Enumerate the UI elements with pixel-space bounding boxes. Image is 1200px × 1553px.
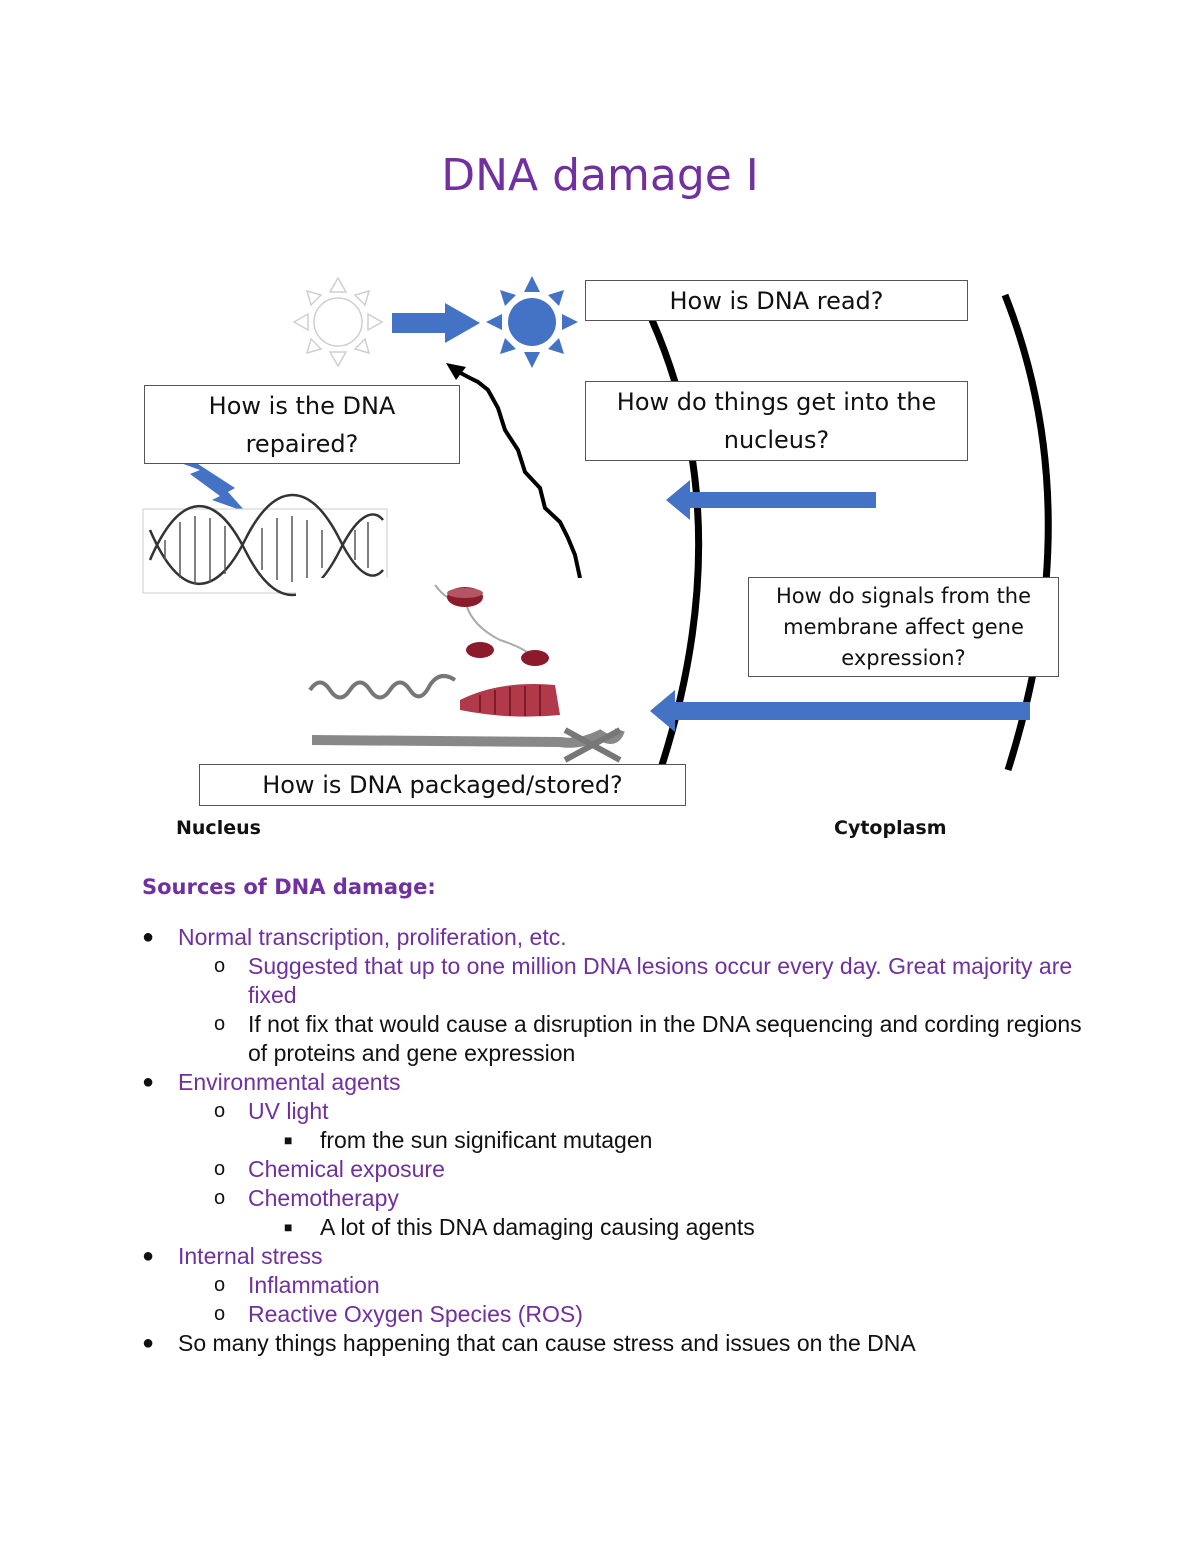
cell-membrane-line: [1001, 293, 1052, 772]
nuclear-envelope-line: [648, 318, 703, 767]
list-item-text: If not fix that would cause a disruption…: [248, 1011, 1082, 1066]
bullet-icon: o: [214, 1100, 226, 1122]
list-item: ● Environmental agents: [142, 1068, 1102, 1097]
nucleus-label: Nucleus: [176, 817, 261, 839]
sun-icon: [486, 276, 578, 368]
question-box-packaging: How is DNA packaged/stored?: [199, 764, 686, 806]
list-item: o If not fix that would cause a disrupti…: [142, 1010, 1102, 1068]
question-repair-text: How is the DNA repaired?: [208, 391, 396, 458]
list-item-text: A lot of this DNA damaging causing agent…: [320, 1214, 755, 1240]
list-item-text: Internal stress: [178, 1243, 323, 1269]
list-item-text: Chemotherapy: [248, 1185, 399, 1211]
list-item-text: Chemical exposure: [248, 1156, 445, 1182]
list-item-text: UV light: [248, 1098, 329, 1124]
list-item: o Chemical exposure: [142, 1155, 1102, 1184]
bullet-icon: ●: [142, 926, 155, 948]
bullet-icon: o: [214, 955, 226, 977]
list-item: ■ A lot of this DNA damaging causing age…: [142, 1213, 1102, 1242]
bullet-icon: ●: [142, 1245, 155, 1267]
list-item-text: from the sun significant mutagen: [320, 1127, 653, 1153]
list-item: ● Internal stress: [142, 1242, 1102, 1271]
notes-section: Sources of DNA damage: ● Normal transcri…: [142, 875, 1102, 1358]
bullet-icon: o: [214, 1158, 226, 1180]
chromatin-image: [296, 578, 632, 763]
bullet-icon: o: [214, 1187, 226, 1209]
list-item-text: Inflammation: [248, 1272, 380, 1298]
bullet-icon: ■: [284, 1219, 293, 1235]
list-item: o Suggested that up to one million DNA l…: [142, 952, 1102, 1010]
page-title: DNA damage I: [441, 150, 759, 201]
list-item: o Inflammation: [142, 1271, 1102, 1300]
list-item-text: So many things happening that can cause …: [178, 1330, 916, 1356]
question-nucleus-entry-text: How do things get into the nucleus?: [616, 388, 937, 454]
list-item-text: Normal transcription, proliferation, etc…: [178, 924, 567, 950]
uv-arrow-icon: [392, 303, 480, 343]
notes-list: ● Normal transcription, proliferation, e…: [142, 923, 1102, 1358]
question-signals-text: How do signals from the membrane affect …: [775, 583, 1032, 670]
signal-arrow-icon: [650, 690, 1030, 732]
transcription-arrow-line: [454, 368, 582, 579]
list-item: ● Normal transcription, proliferation, e…: [142, 923, 1102, 952]
list-item: ● So many things happening that can caus…: [142, 1329, 1102, 1358]
arrowhead-icon: [446, 363, 466, 380]
question-box-repair: How is the DNA repaired?: [144, 385, 460, 464]
import-arrow-icon: [666, 480, 876, 520]
question-read-text: How is DNA read?: [669, 286, 884, 315]
cytoplasm-label: Cytoplasm: [834, 817, 947, 839]
list-item: o Chemotherapy: [142, 1184, 1102, 1213]
list-item: o Reactive Oxygen Species (ROS): [142, 1300, 1102, 1329]
list-item: o UV light: [142, 1097, 1102, 1126]
list-item: ■ from the sun significant mutagen: [142, 1126, 1102, 1155]
question-box-signals: How do signals from the membrane affect …: [748, 577, 1059, 677]
question-packaging-text: How is DNA packaged/stored?: [262, 771, 623, 799]
question-box-read: How is DNA read?: [585, 280, 968, 321]
bullet-icon: ●: [142, 1071, 155, 1093]
bullet-icon: o: [214, 1274, 226, 1296]
list-item-text: Environmental agents: [178, 1069, 401, 1095]
notes-heading: Sources of DNA damage:: [142, 875, 436, 899]
list-item-text: Suggested that up to one million DNA les…: [248, 953, 1073, 1008]
cell-diagram: [142, 276, 1052, 772]
bullet-icon: ●: [142, 1332, 155, 1354]
bullet-icon: ■: [284, 1132, 293, 1148]
sun-outline-icon: [292, 276, 384, 368]
list-item-text: Reactive Oxygen Species (ROS): [248, 1301, 583, 1327]
question-box-nucleus-entry: How do things get into the nucleus?: [585, 381, 968, 461]
bullet-icon: o: [214, 1303, 226, 1325]
bullet-icon: o: [214, 1013, 226, 1035]
